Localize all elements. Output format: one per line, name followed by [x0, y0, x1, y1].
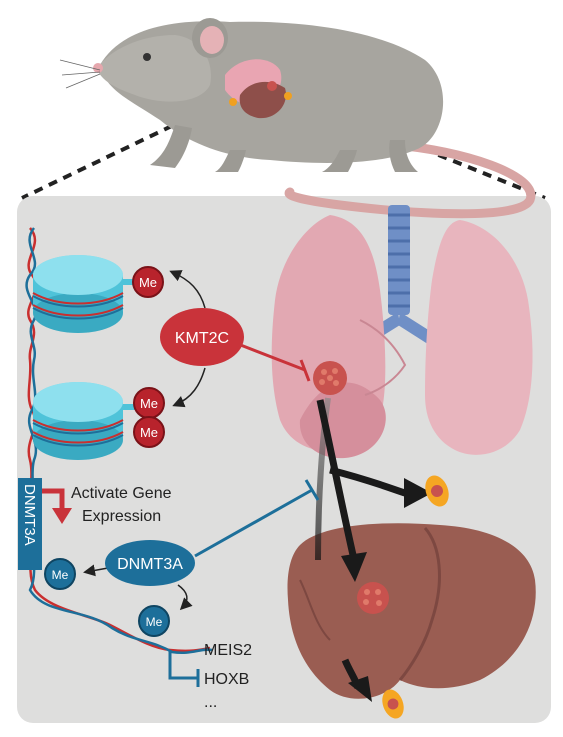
me-label-1: Me [139, 275, 157, 290]
dnmt3a-inhibition [194, 479, 320, 558]
tumor-icon [313, 361, 389, 614]
dnmt3a-bound-box [18, 478, 42, 570]
nucleosome-icon [32, 255, 137, 460]
me-marks-red [132, 266, 165, 448]
me-marks-blue [44, 558, 170, 637]
kmt2c-label: KMT2C [175, 330, 229, 347]
gene-hoxb: HOXB [204, 671, 249, 688]
kmt2c-arrows [169, 270, 311, 408]
gene-meis2: MEIS2 [204, 642, 252, 659]
me-label-4: Me [146, 615, 163, 629]
kmt2c-node [160, 308, 244, 366]
dnmt3a-vertical-label: DNMT3A [21, 484, 38, 546]
mouse-icon [59, 18, 536, 219]
dnmt3a-node [105, 540, 195, 586]
activate-label-line2: Expression [82, 508, 161, 525]
dnmt3a-arrows [83, 564, 193, 611]
metastatic-cell-icon [382, 475, 449, 719]
gene-more: ... [204, 694, 217, 711]
dnmt3a-label: DNMT3A [117, 556, 183, 573]
me-label-2a: Me [140, 396, 158, 411]
metastasis-arrows [315, 397, 432, 702]
activate-arrow [42, 488, 72, 524]
gene-repression [168, 650, 200, 687]
me-label-3: Me [52, 568, 69, 582]
me-label-2b: Me [140, 425, 158, 440]
activate-label-line1: Activate Gene [71, 485, 172, 502]
